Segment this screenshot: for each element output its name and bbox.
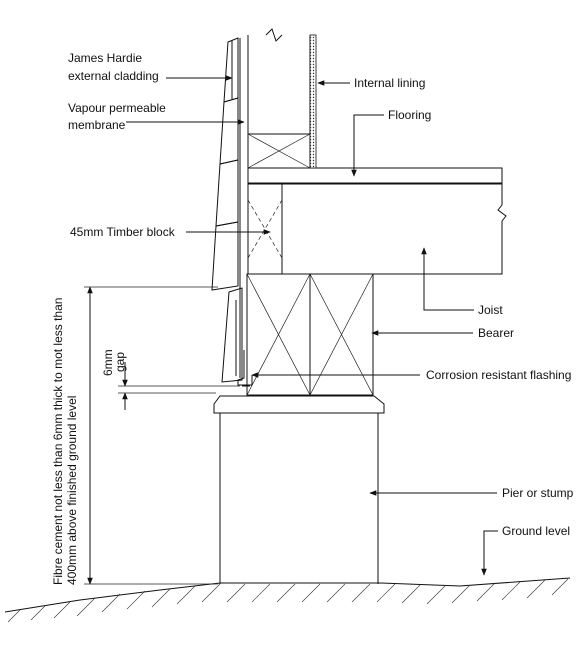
cladding-label-2: external cladding — [68, 69, 159, 83]
gap-label-1: 6mm — [101, 349, 115, 376]
ground-hatching — [7, 578, 569, 623]
flooring-label: Flooring — [388, 108, 431, 122]
external-cladding — [211, 37, 243, 383]
pier — [219, 413, 379, 584]
flashing — [237, 350, 253, 387]
flooring-board — [247, 167, 503, 185]
bottom-plate — [247, 133, 311, 169]
timber-block-label: 45mm Timber block — [70, 225, 176, 239]
membrane-label-2: membrane — [68, 118, 126, 132]
bearer — [246, 273, 374, 396]
ground-level-label: Ground level — [502, 524, 570, 538]
wall-break-line — [265, 28, 283, 42]
pier-cap — [213, 395, 385, 414]
internal-lining-label: Internal lining — [354, 76, 425, 90]
joist-label: Joist — [478, 303, 503, 317]
height-dimension — [84, 286, 218, 585]
wall-stud — [247, 35, 311, 168]
leader-lines — [126, 75, 498, 576]
membrane-label-1: Vapour permeable — [68, 101, 166, 115]
internal-lining — [309, 34, 317, 169]
vertical-note-2: 400mm above finished ground level — [65, 396, 79, 585]
gap-dimension — [118, 362, 240, 410]
flashing-label: Corrosion resistant flashing — [426, 368, 571, 382]
timber-block — [247, 184, 283, 274]
gap-label-2: gap — [113, 352, 127, 372]
bearer-label: Bearer — [478, 326, 514, 340]
cladding-label-1: James Hardie — [68, 51, 142, 65]
pier-label: Pier or stump — [502, 486, 574, 500]
vertical-note-1: Fibre cement not less than 6mm thick to … — [51, 298, 65, 585]
